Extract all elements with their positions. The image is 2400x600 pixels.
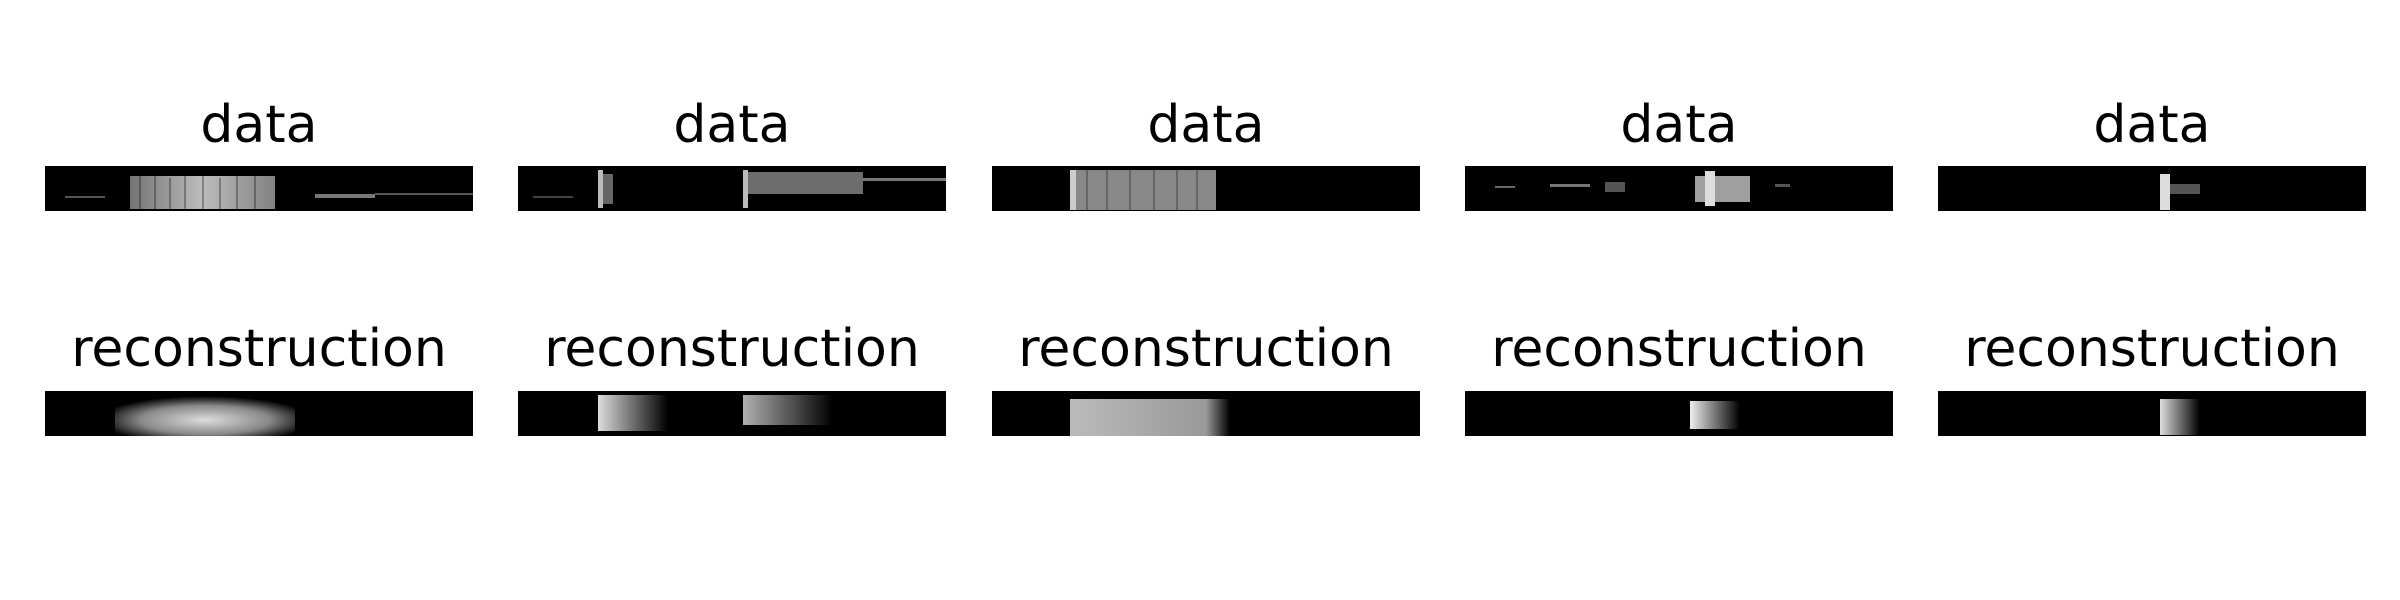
panel-title-reconstruction-3: reconstruction <box>1018 319 1394 379</box>
data-image-2 <box>518 166 946 211</box>
data-spectrogram-3 <box>992 166 1420 211</box>
reconstruction-spectrogram-2 <box>518 391 946 436</box>
panel-title-data-2: data <box>673 95 791 155</box>
data-spectrogram-2 <box>518 166 946 211</box>
reconstruction-image-2 <box>518 391 946 436</box>
data-spectrogram-5 <box>1938 166 2366 211</box>
data-image-5 <box>1938 166 2366 211</box>
panel-title-data-5: data <box>2093 95 2211 155</box>
reconstruction-image-5 <box>1938 391 2366 436</box>
data-image-3 <box>992 166 1420 211</box>
panel-title-reconstruction-4: reconstruction <box>1491 319 1867 379</box>
reconstruction-image-3 <box>992 391 1420 436</box>
panel-title-reconstruction-1: reconstruction <box>71 319 447 379</box>
reconstruction-image-4 <box>1465 391 1893 436</box>
data-image-1 <box>45 166 473 211</box>
reconstruction-image-1 <box>45 391 473 436</box>
data-spectrogram-4 <box>1465 166 1893 211</box>
panel-title-data-3: data <box>1147 95 1265 155</box>
data-image-4 <box>1465 166 1893 211</box>
panel-title-reconstruction-2: reconstruction <box>544 319 920 379</box>
data-spectrogram-1 <box>45 166 473 211</box>
reconstruction-spectrogram-3 <box>992 391 1420 436</box>
panel-title-reconstruction-5: reconstruction <box>1964 319 2340 379</box>
panel-title-data-1: data <box>200 95 318 155</box>
panel-title-data-4: data <box>1620 95 1738 155</box>
reconstruction-spectrogram-5 <box>1938 391 2366 436</box>
reconstruction-spectrogram-4 <box>1465 391 1893 436</box>
reconstruction-spectrogram-1 <box>45 391 473 436</box>
